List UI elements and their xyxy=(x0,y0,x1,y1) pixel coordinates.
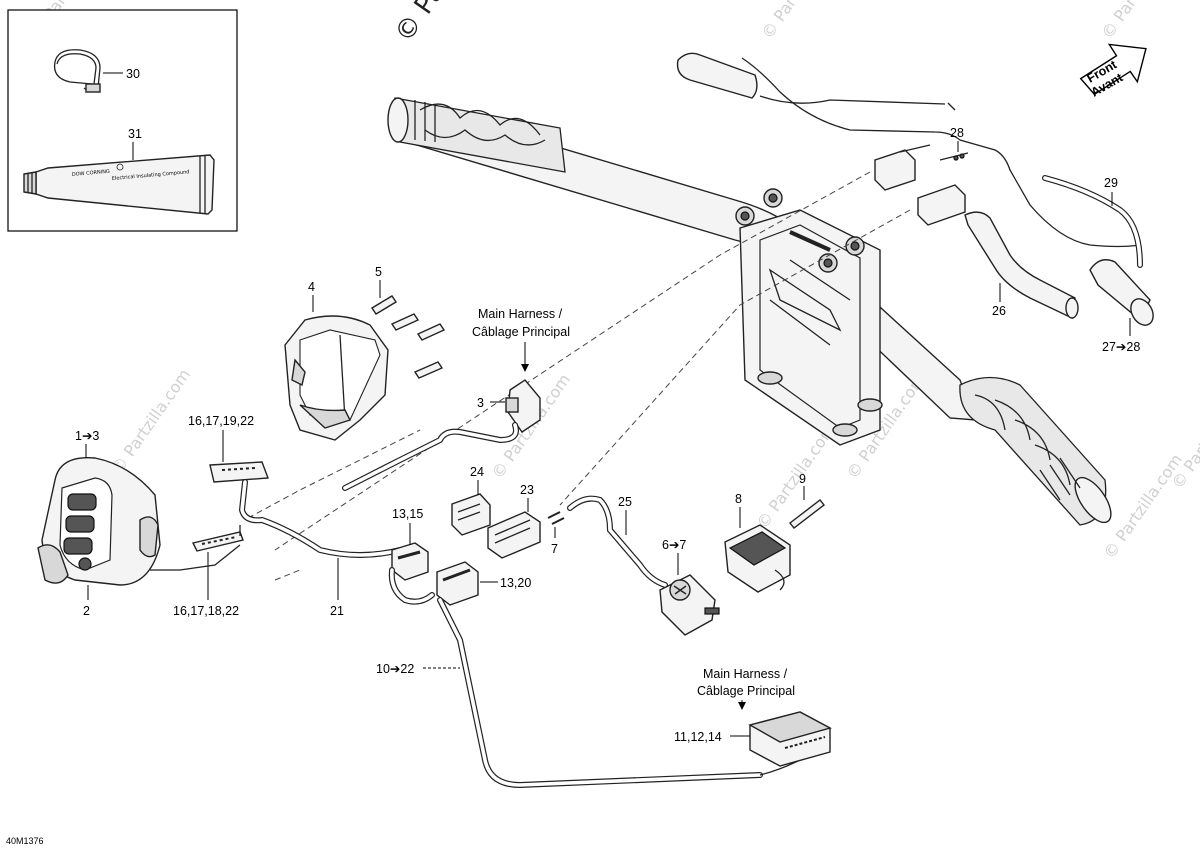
watermark-text: © Partzilla.com xyxy=(758,0,844,42)
screw-part-5 xyxy=(371,295,446,379)
callout-13-15: 13,15 xyxy=(392,507,423,521)
callout-25: 25 xyxy=(618,495,632,509)
throttle-cable xyxy=(741,57,1141,248)
callout-6-7: 6➔7 xyxy=(662,538,686,552)
part-8 xyxy=(724,524,791,593)
grease-tube-part-31: DOW CORNING Electrical Insulating Compou… xyxy=(23,154,215,215)
callout-1-3: 1➔3 xyxy=(75,429,99,443)
callout-21: 21 xyxy=(330,604,344,618)
front-arrow: Front Avant xyxy=(1079,43,1147,100)
connector-part-3 xyxy=(342,379,541,491)
callout-27-28: 27➔28 xyxy=(1102,340,1140,354)
watermark-text: © Partzilla.com xyxy=(1098,0,1184,42)
callout-29: 29 xyxy=(1104,176,1118,190)
main-harness-label-line2: Câblage Principal xyxy=(472,325,570,339)
callout-3: 3 xyxy=(477,396,484,410)
hose-part-29 xyxy=(1042,175,1143,268)
callout-23: 23 xyxy=(520,483,534,497)
switch-part-6-7 xyxy=(659,574,720,636)
housing-part-4 xyxy=(284,315,389,441)
callout-4: 4 xyxy=(308,280,315,294)
watermark-text: © Partzilla.com xyxy=(753,420,839,532)
main-harness-2-label-line1: Main Harness / xyxy=(703,667,788,681)
connector-part-16-17-19-22 xyxy=(209,461,269,483)
handlebar xyxy=(387,52,1112,526)
harness-part-21 xyxy=(179,479,403,571)
watermark-text: © Partzilla.com xyxy=(1100,450,1186,562)
callout-11-12-14: 11,12,14 xyxy=(674,730,722,744)
connector-part-11-12-14 xyxy=(748,711,832,767)
callout-2: 2 xyxy=(83,604,90,618)
wire-part-25 xyxy=(567,495,668,588)
drawing-reference: 40M1376 xyxy=(6,836,44,846)
connector-part-16-17-18-22 xyxy=(191,531,244,552)
sleeve-part-26 xyxy=(964,211,1079,320)
callout-10-22: 10➔22 xyxy=(376,662,414,676)
callout-5: 5 xyxy=(375,265,382,279)
callout-28: 28 xyxy=(950,126,964,140)
clip-part-30 xyxy=(53,49,101,93)
svg-text:DOW CORNING: DOW CORNING xyxy=(72,169,111,178)
callout-16-17-19-22: 16,17,19,22 xyxy=(188,414,254,428)
connector-part-24 xyxy=(451,493,491,536)
watermark-text: © Partzilla.com xyxy=(108,365,194,477)
connector-part-23 xyxy=(487,511,541,559)
pin-part-9 xyxy=(789,499,825,529)
connector-part-13-20 xyxy=(436,561,479,606)
connector-part-28 xyxy=(874,144,969,226)
inset-box: 30 DOW CORNING Electrical Insulating Com… xyxy=(7,9,238,232)
sleeve-part-27 xyxy=(1089,259,1154,326)
main-harness-label-line1: Main Harness / xyxy=(478,307,563,321)
callout-26: 26 xyxy=(992,304,1006,318)
callout-13-20: 13,20 xyxy=(500,576,531,590)
callout-8: 8 xyxy=(735,492,742,506)
watermark-top: © Partzilla.com xyxy=(389,0,529,48)
callout-24: 24 xyxy=(470,465,484,479)
callout-30: 30 xyxy=(126,67,140,81)
pin-part-7 xyxy=(547,511,565,525)
main-harness-2-label-line2: Câblage Principal xyxy=(697,684,795,698)
callout-31: 31 xyxy=(128,127,142,141)
guide-lines xyxy=(247,171,911,581)
callout-16-17-18-22: 16,17,18,22 xyxy=(173,604,239,618)
connector-part-13-15 xyxy=(388,542,435,605)
callout-9: 9 xyxy=(799,472,806,486)
callout-7: 7 xyxy=(551,542,558,556)
watermark-text: © Partzilla.com xyxy=(1168,380,1200,492)
switch-housing-part-1-3 xyxy=(37,456,180,586)
